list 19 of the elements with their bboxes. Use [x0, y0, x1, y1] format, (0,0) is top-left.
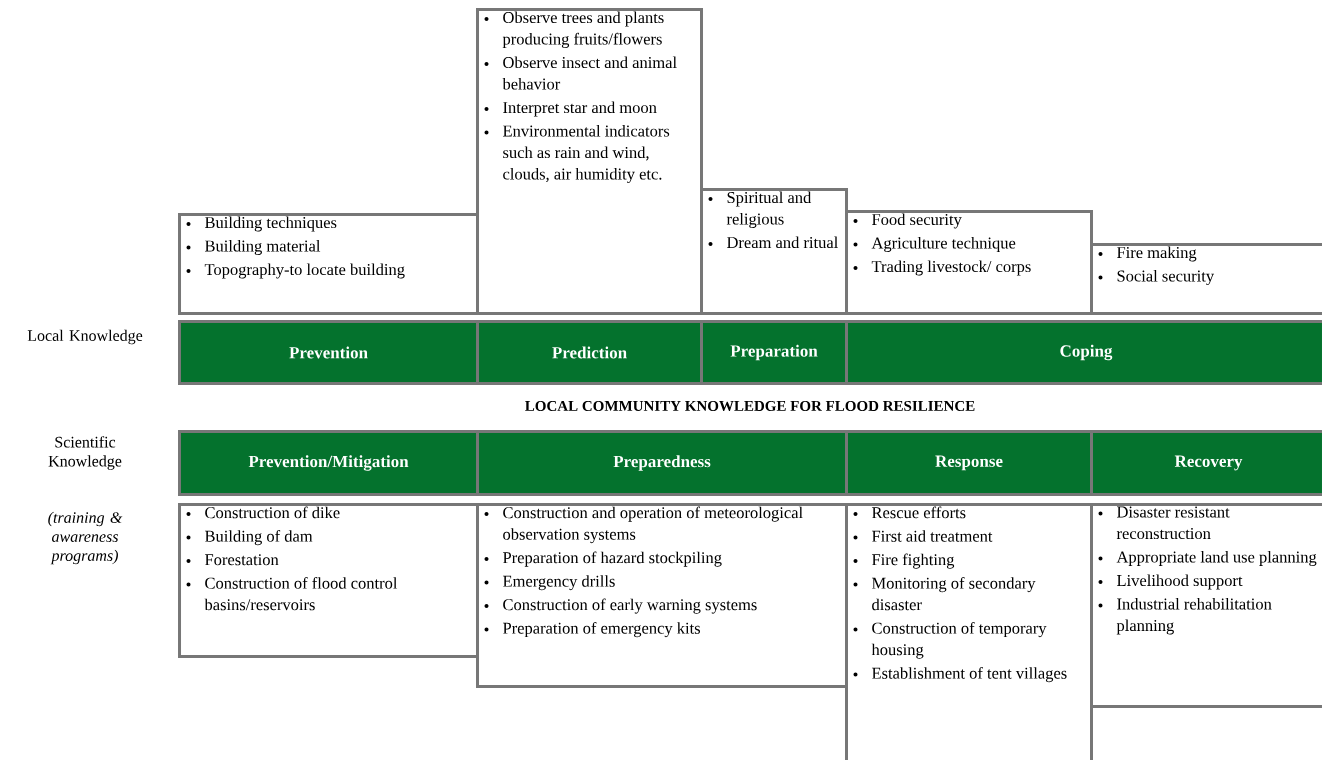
- side-label: (training & awareness programs): [48, 511, 123, 565]
- bullet-list-box: Building techniques Building material Topography-to locate building: [178, 213, 479, 315]
- bullet-list-box: Disaster resistant reconstruction Appropriate land use planning Livelihood support Industrial rehabilitation planning: [1090, 503, 1322, 708]
- phase-header: Response: [845, 430, 1093, 496]
- side-label: Scientific Knowledge: [48, 436, 122, 470]
- side-label: Local Knowledge: [27, 329, 143, 345]
- phase-header: Preparedness: [476, 430, 848, 496]
- bullet-list-box: Fire making Social security: [1090, 243, 1322, 315]
- phase-header: Prevention/Mitigation: [178, 430, 479, 496]
- bullet-list-box: Rescue efforts First aid treatment Fire fighting Monitoring of secondary disaster Construction of temporary housing Establishment of tent villages: [845, 503, 1093, 760]
- phase-header: Prediction: [476, 320, 703, 385]
- phase-header: Preparation: [700, 320, 848, 385]
- bullet-list-box: Construction and operation of meteorological observation systems Preparation of hazard stockpiling Emergency drills Construction of early warning systems Preparation of emergency kits: [476, 503, 848, 688]
- bullet-list-box: Food security Agriculture technique Trading livestock/ corps: [845, 210, 1093, 315]
- section-title: LOCAL COMMUNITY KNOWLEDGE FOR FLOOD RESILIENCE: [525, 400, 975, 412]
- phase-header: Recovery: [1090, 430, 1322, 496]
- phase-header: Prevention: [178, 320, 479, 385]
- bullet-list-box: Spiritual and religious Dream and ritual: [700, 188, 848, 315]
- bullet-list-box: Construction of dike Building of dam Forestation Construction of flood control basins/reservoirs: [178, 503, 479, 658]
